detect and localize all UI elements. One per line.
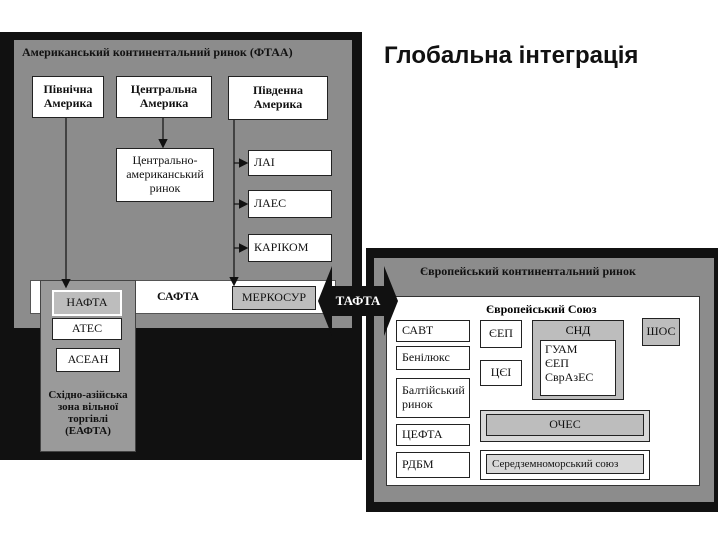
snd-members: ГУАМ ЄЕП СврАзЕС xyxy=(540,340,616,396)
caricom-box: КАРІКОМ xyxy=(248,234,332,262)
america-title: Американський континентальний ринок (ФТА… xyxy=(22,45,293,59)
snd-label: СНД xyxy=(565,322,591,337)
tafta-label: ТАФТА xyxy=(335,293,381,308)
nafta-box: НАФТА xyxy=(52,290,122,316)
eafta-label: Східно-азійська зона вільної торгівлі (Е… xyxy=(48,389,128,437)
oches-box: ОЧЕС xyxy=(486,414,644,436)
lai-box: ЛАІ xyxy=(248,150,332,176)
mercosur-box: МЕРКОСУР xyxy=(232,286,316,310)
savt-box: САВТ xyxy=(396,320,470,342)
rdbm-box: РДБМ xyxy=(396,452,470,478)
central-american-market-box: Центрально-американський ринок xyxy=(116,148,214,202)
laes-box: ЛАЕС xyxy=(248,190,332,218)
evrazes-label: СврАзЕС xyxy=(545,369,594,384)
apec-box: АТЕС xyxy=(52,318,122,340)
tsei-box: ЦЄІ xyxy=(480,360,522,386)
south-america-box: Південна Америка xyxy=(228,76,328,120)
guam-label: ГУАМ xyxy=(545,342,578,356)
shos-box: ШОС xyxy=(642,318,680,346)
safta-label: САФТА xyxy=(156,289,200,304)
eep-box: ЄЕП xyxy=(480,320,522,348)
eep-member-label: ЄЕП xyxy=(545,355,569,370)
eu-title: Європейський Союз xyxy=(486,302,597,316)
slide-title: Глобальна інтеграція xyxy=(384,42,639,69)
north-america-box: Північна Америка xyxy=(32,76,104,118)
asean-box: АСЕАН xyxy=(56,348,120,372)
central-america-box: Центральна Америка xyxy=(116,76,212,118)
med-union-box: Середземноморський союз xyxy=(486,454,644,474)
cefta-box: ЦЕФТА xyxy=(396,424,470,446)
benelux-box: Бенілюкс xyxy=(396,346,470,370)
europe-title: Європейський континентальний ринок xyxy=(420,264,636,278)
baltic-market-box: Балтійський ринок xyxy=(396,378,470,418)
